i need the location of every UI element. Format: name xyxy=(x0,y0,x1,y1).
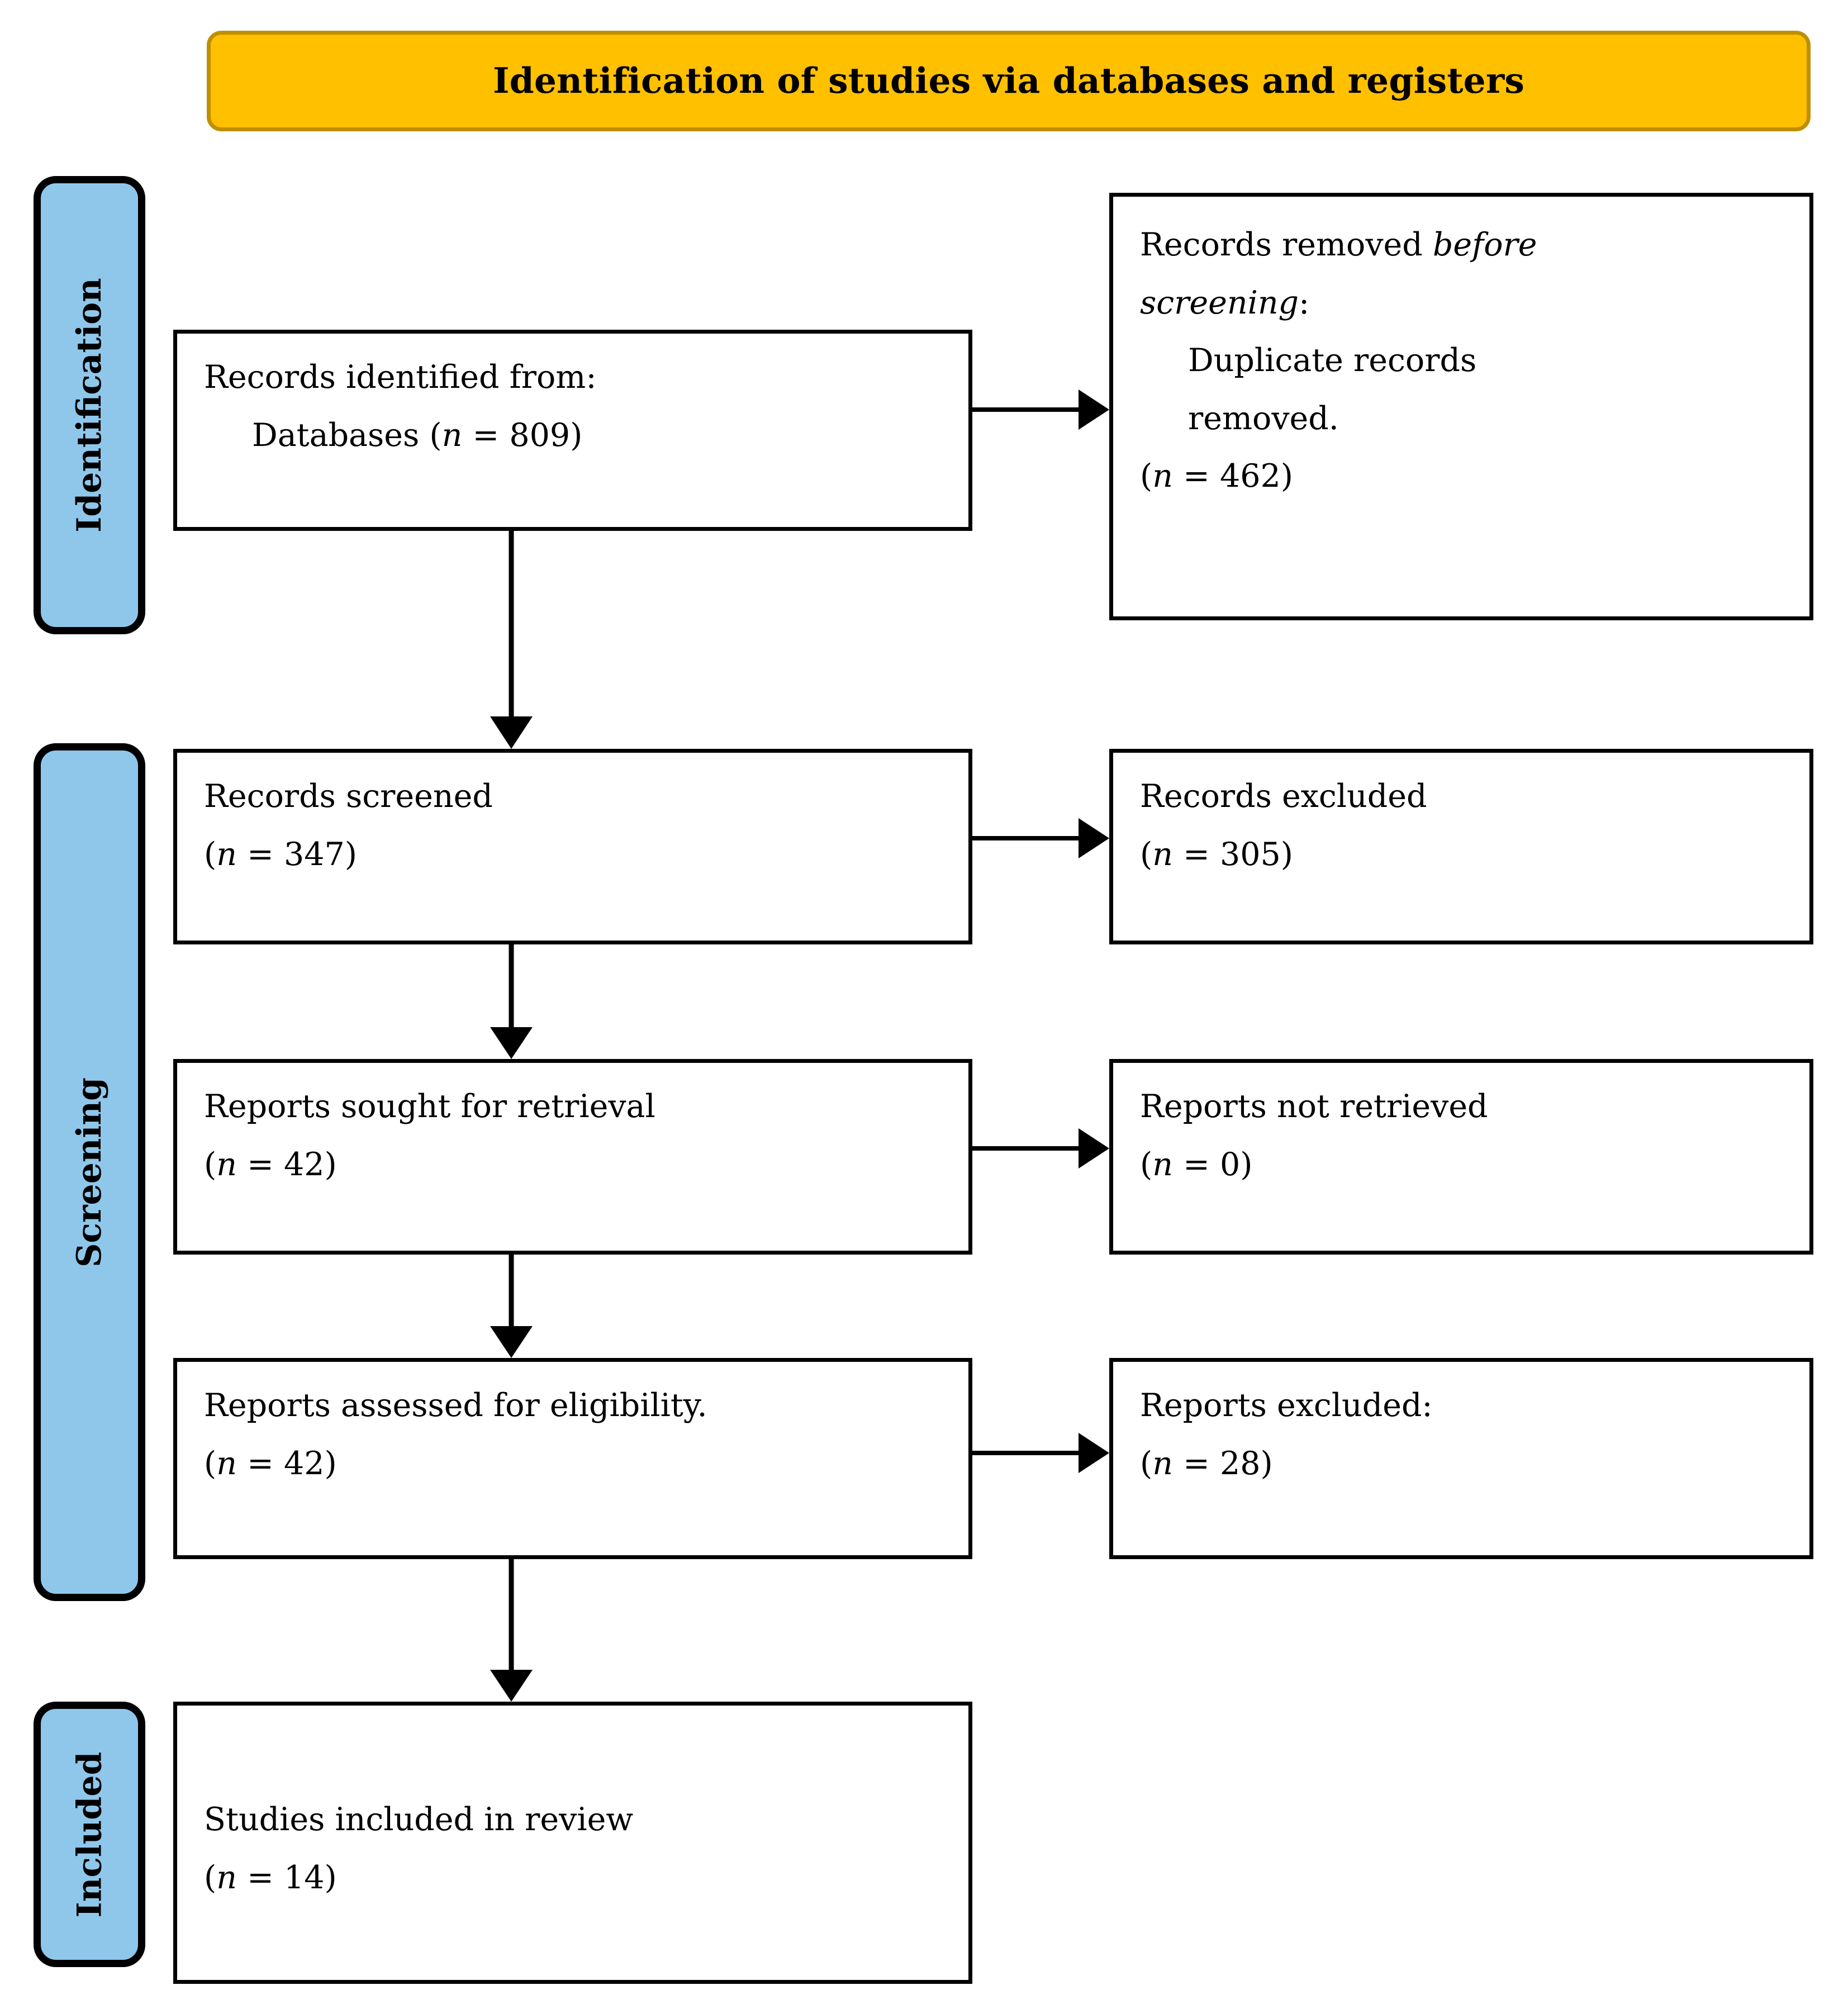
node-reports-excluded: Reports excluded: (n = 28) xyxy=(1109,1358,1813,1559)
node-reports-assessed: Reports assessed for eligibility. (n = 4… xyxy=(173,1358,972,1559)
arrow-assessed-to-reports-excluded xyxy=(972,1433,1109,1473)
phase-banner-identification: Identification of studies via databases … xyxy=(207,31,1811,131)
node-records-removed-count: (n = 462) xyxy=(1140,458,1293,495)
node-reports-sought-count: (n = 42) xyxy=(204,1146,337,1183)
arrow-identified-to-screened xyxy=(490,531,533,749)
arrow-sought-to-not-retrieved xyxy=(972,1128,1109,1169)
arrow-screened-to-excluded xyxy=(972,818,1109,858)
node-studies-included: Studies included in review (n = 14) xyxy=(173,1702,972,1984)
node-records-removed-line3: Duplicate records xyxy=(1188,342,1477,379)
node-reports-not-retrieved-line1: Reports not retrieved xyxy=(1140,1088,1488,1125)
node-records-excluded-line1: Records excluded xyxy=(1140,778,1427,815)
node-records-identified: Records identified from: Databases (n = … xyxy=(173,330,972,531)
node-reports-assessed-line1: Reports assessed for eligibility. xyxy=(204,1387,707,1424)
node-records-excluded-count: (n = 305) xyxy=(1140,835,1293,873)
stage-label-included: Included xyxy=(34,1702,145,1967)
stage-label-identification-text: Identification xyxy=(70,278,110,533)
node-records-screened-line1: Records screened xyxy=(204,778,493,815)
node-records-screened: Records screened (n = 347) xyxy=(173,749,972,944)
arrow-screened-to-sought xyxy=(490,944,533,1059)
arrow-identified-to-removed xyxy=(972,390,1109,430)
node-records-removed-line4: removed. xyxy=(1188,400,1339,437)
phase-banner-title: Identification of studies via databases … xyxy=(492,60,1525,102)
node-records-excluded: Records excluded (n = 305) xyxy=(1109,749,1813,944)
node-records-removed-line2: screening: xyxy=(1140,284,1310,321)
arrow-sought-to-assessed xyxy=(490,1255,533,1358)
node-studies-included-line1: Studies included in review xyxy=(204,1801,634,1838)
stage-label-identification: Identification xyxy=(34,176,145,634)
stage-label-included-text: Included xyxy=(70,1751,109,1917)
node-reports-excluded-line1: Reports excluded: xyxy=(1140,1387,1433,1424)
node-reports-excluded-count: (n = 28) xyxy=(1140,1445,1273,1482)
node-reports-not-retrieved-count: (n = 0) xyxy=(1140,1146,1253,1183)
node-records-screened-count: (n = 347) xyxy=(204,835,357,873)
arrow-assessed-to-included xyxy=(490,1559,533,1702)
node-reports-not-retrieved: Reports not retrieved (n = 0) xyxy=(1109,1059,1813,1255)
node-reports-assessed-count: (n = 42) xyxy=(204,1445,337,1482)
node-records-identified-line1: Records identified from: xyxy=(204,359,597,396)
node-studies-included-count: (n = 14) xyxy=(204,1859,337,1896)
stage-label-screening: Screening xyxy=(34,743,145,1601)
node-records-removed-line1: Records removed before xyxy=(1140,226,1537,263)
node-records-removed: Records removed before screening: Duplic… xyxy=(1109,193,1813,620)
stage-label-screening-text: Screening xyxy=(70,1077,110,1267)
node-reports-sought-line1: Reports sought for retrieval xyxy=(204,1088,655,1125)
node-reports-sought: Reports sought for retrieval (n = 42) xyxy=(173,1059,972,1255)
node-records-identified-count: Databases (n = 809) xyxy=(252,416,583,454)
